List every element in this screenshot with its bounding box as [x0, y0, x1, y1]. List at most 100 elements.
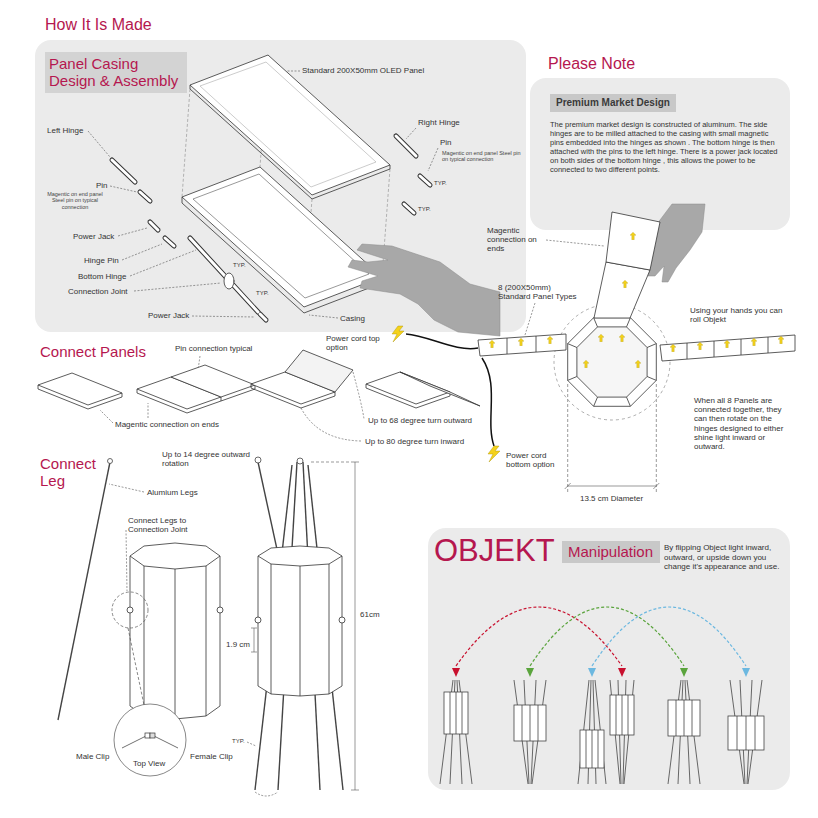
text-anchor: How It Is Made: [45, 16, 152, 34]
panel-figure: [285, 350, 353, 392]
panel-fill: [562, 541, 660, 563]
objekt-figure: [616, 695, 617, 735]
dimension-label: 1.9 cm: [226, 640, 250, 649]
label-anchor: Pin: [96, 181, 108, 190]
leg-figure: [255, 457, 261, 463]
leader-line: [247, 742, 256, 746]
objekt-figure: [692, 700, 693, 736]
panel-strip: [594, 262, 650, 318]
part-label: Female Clip: [190, 752, 233, 761]
label-anchor: Power Jack: [148, 311, 189, 320]
power-cord: [482, 358, 494, 446]
typ-mark: TYP.: [256, 290, 269, 297]
light-arrow: [724, 340, 730, 348]
dimension-line: [656, 384, 657, 492]
prism-figure: [271, 564, 272, 694]
note-label: Magentic on end panel Steel pin on typic…: [44, 191, 106, 210]
label-anchor: 61cm: [360, 610, 380, 619]
section-heading: Connect Leg: [40, 455, 102, 490]
label-anchor: When all 8 Panels are connected together…: [694, 396, 794, 451]
part-label: Pin: [440, 138, 452, 147]
panel-figure: [221, 385, 255, 401]
panel-figure: [38, 385, 122, 409]
light-arrow: [778, 336, 784, 344]
typ-mark: TYP.: [232, 738, 245, 745]
panel-fill: [530, 78, 790, 230]
part-label: Pin connection typical: [175, 344, 252, 353]
panel-strip: [647, 344, 656, 348]
light-arrow: [518, 338, 524, 346]
panel-figure: [251, 384, 335, 408]
note-label: Magentic on end panel Steel pin on typic…: [442, 150, 522, 163]
panel-strip: [577, 327, 647, 397]
dimension-label: 13.5 cm Diameter: [580, 494, 643, 503]
panel-strip: [536, 336, 537, 352]
section-panel: OBJEKTBy flipping Object light inward, o…: [428, 528, 790, 790]
label-anchor: Magentic on end panel Steel pin on typic…: [442, 150, 522, 163]
label-anchor: TYP.: [434, 180, 447, 187]
label-anchor: Hinge Pin: [84, 256, 119, 265]
label-anchor: 8 (200X50mm) Standard Panel Types: [498, 283, 580, 301]
light-arrow: [622, 280, 628, 288]
panel-figure: [400, 372, 480, 406]
objekt-figure: [622, 695, 623, 735]
section-heading: Please Note: [548, 55, 635, 73]
label-anchor: Connection Joint: [68, 287, 128, 296]
label-anchor: Using your hands you can roll Objekt: [690, 306, 788, 324]
heading-box: Manipulation: [562, 541, 660, 563]
detail-callout: [122, 736, 146, 748]
label-anchor: Left Hinge: [47, 126, 83, 135]
label-anchor: Magentic on end panel Steel pin on typic…: [44, 191, 106, 210]
prism-figure: [217, 607, 223, 613]
panel-figure: [137, 389, 221, 413]
objekt-figure: [450, 692, 451, 734]
objekt-figure: [538, 705, 539, 741]
part-label: Up to 14 degree outward rotation: [162, 450, 254, 468]
label-anchor: Casing: [340, 314, 365, 323]
text-anchor: OBJEKT: [434, 532, 555, 569]
panel-fill: [428, 528, 790, 790]
light-arrow: [489, 340, 495, 348]
objekt-figure: [728, 716, 764, 750]
part-label: Magentic connection on ends: [487, 226, 545, 254]
part-label: Alumium Legs: [147, 488, 198, 497]
light-arrow: [670, 344, 676, 352]
dimension-line: [565, 384, 660, 492]
label-anchor: Power cord bottom option: [506, 451, 560, 469]
panel-strip: [606, 212, 660, 270]
dimension-line: [311, 462, 350, 463]
part-label: Power cord top option: [326, 334, 388, 352]
dimension-line: [254, 628, 255, 652]
typ-mark: TYP.: [418, 206, 431, 213]
objekt-figure: [514, 705, 546, 741]
panel-strip: [768, 337, 769, 353]
prism-figure: [130, 543, 220, 719]
part-label: Male Clip: [76, 752, 109, 761]
light-arrow: [751, 338, 757, 346]
part-label: Connection Joint: [68, 287, 128, 296]
dimension-line: [251, 652, 257, 653]
part-label: Pin: [96, 181, 108, 190]
label-anchor: Pin connection typical: [175, 344, 252, 353]
part-label: Hinge Pin: [84, 256, 119, 265]
typ-mark: TYP.: [233, 262, 246, 269]
brand-title: OBJEKT: [434, 532, 555, 569]
dimension-line: [355, 462, 356, 790]
label-anchor: Connect Legs to Connection Joint: [128, 516, 228, 534]
objekt-figure: [755, 716, 756, 750]
typ-mark: TYP.: [434, 180, 447, 187]
box-heading: Panel Casing Design & Assembly: [49, 56, 183, 89]
panel-strip: [687, 343, 688, 359]
panel-fill: [35, 40, 526, 332]
hinge-part: [224, 273, 234, 289]
part-label: Power cord bottom option: [506, 451, 560, 469]
label-anchor: 1.9 cm: [226, 640, 250, 649]
dimension-line: [351, 790, 359, 791]
dimension-line: [251, 628, 257, 629]
section-heading: How It Is Made: [45, 16, 152, 34]
prism-figure: [206, 566, 207, 716]
text-anchor: The premium market design is constructed…: [550, 120, 778, 174]
objekt-figure: [586, 730, 587, 768]
note-text: The premium market design is constructed…: [550, 120, 778, 174]
